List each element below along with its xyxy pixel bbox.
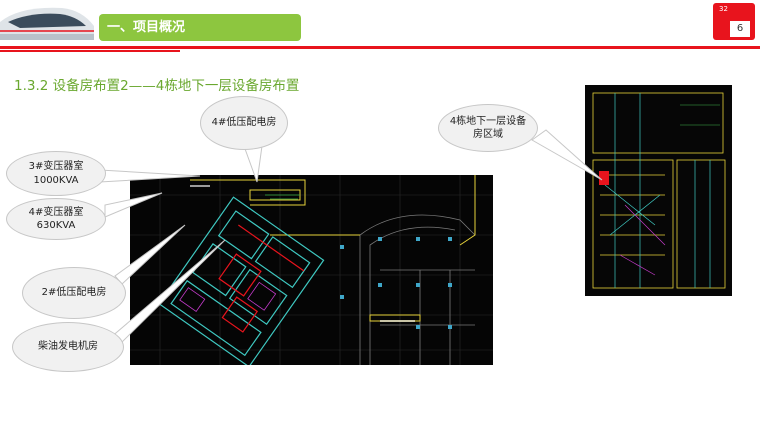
- train-logo: [0, 7, 94, 40]
- page-number-small: 32: [719, 5, 728, 13]
- callout-equipment-area: 4栋地下一层设备房区域: [438, 104, 538, 152]
- page-number-badge: 32 6: [713, 3, 755, 40]
- header-divider-accent: [0, 50, 180, 52]
- callout-transformer-room-3: 3#变压器室 1000KVA: [6, 151, 106, 196]
- cad-floor-plan-image: [130, 175, 493, 365]
- callout-generator-room: 柴油发电机房: [12, 322, 124, 372]
- section-title: 一、项目概况: [99, 14, 301, 41]
- page-subtitle: 1.3.2 设备房布置2——4栋地下一层设备房布置: [14, 78, 300, 94]
- header-divider: [0, 46, 760, 49]
- page-number: 6: [730, 21, 750, 37]
- highlighted-area-marker: [599, 171, 609, 185]
- callout-low-voltage-room-2: 2#低压配电房: [22, 267, 126, 319]
- cad-overview-image: [585, 85, 732, 296]
- callout-transformer-room-4: 4#变压器室 630KVA: [6, 198, 106, 240]
- callout-low-voltage-room-4: 4#低压配电房: [200, 96, 288, 150]
